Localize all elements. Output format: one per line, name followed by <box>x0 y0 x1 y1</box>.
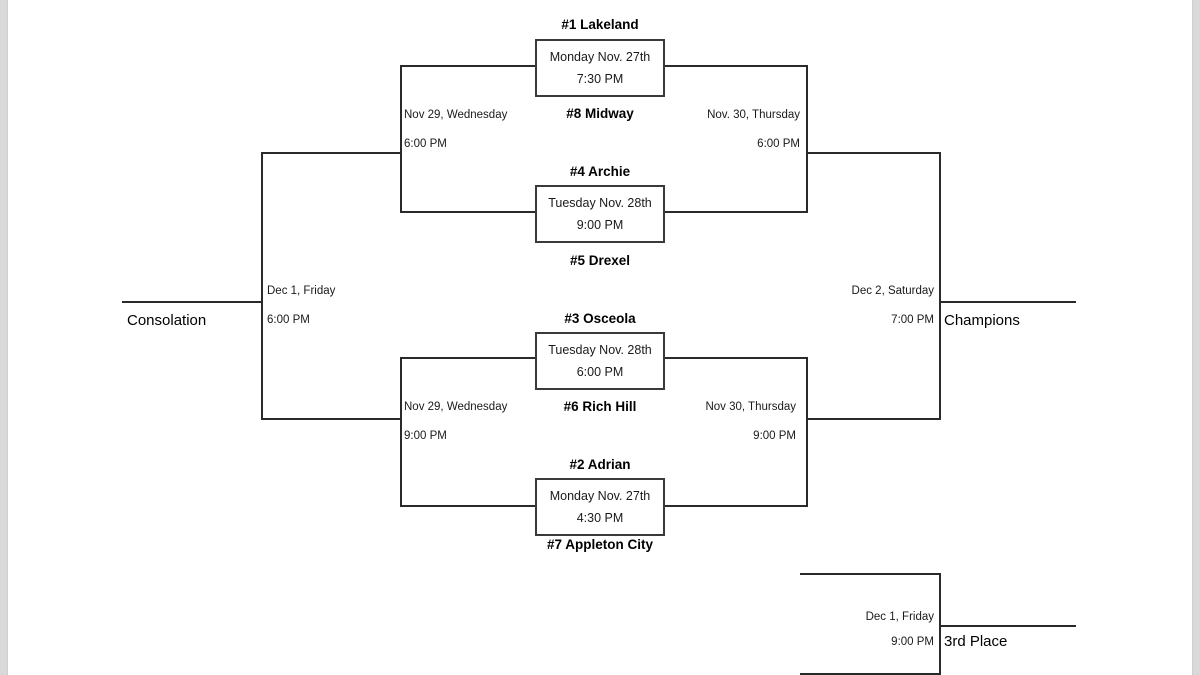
team-label-4-archie: #4 Archie <box>569 164 631 179</box>
team-label-6-rich-hill: #6 Rich Hill <box>563 399 637 414</box>
consolation-top-connector <box>261 152 402 154</box>
consolation-semi-upper-time: 6:00 PM <box>404 138 447 150</box>
team-label-3-osceola: #3 Osceola <box>564 311 636 326</box>
team-label-1-lakeland: #1 Lakeland <box>561 17 639 32</box>
consolation-semi-upper-vertical <box>400 65 402 213</box>
third-place-stem <box>939 625 1076 627</box>
match-3-date: Tuesday Nov. 28th <box>548 343 652 357</box>
consolation-semi-lower-vertical <box>400 357 402 505</box>
semifinal-lower-top-connector <box>665 357 808 359</box>
match-3-time: 6:00 PM <box>576 364 624 379</box>
team-label-2-adrian: #2 Adrian <box>569 457 631 472</box>
consolation-semi-lower-top-connector <box>400 357 537 359</box>
consolation-bottom-connector <box>261 418 402 420</box>
match-1-date: Monday Nov. 27th <box>549 50 651 64</box>
third-place-bracket-vertical <box>939 573 941 675</box>
third-place-top-connector <box>800 573 941 575</box>
third-place-bottom-connector <box>800 673 941 675</box>
consolation-semi-lower-time: 9:00 PM <box>404 430 447 442</box>
semifinal-upper-bottom-connector <box>665 211 808 213</box>
team-label-8-midway: #8 Midway <box>566 106 634 121</box>
consolation-semi-lower-date: Nov 29, Wednesday <box>404 401 508 413</box>
team-label-7-appleton-city: #7 Appleton City <box>546 537 653 552</box>
match-4-time: 4:30 PM <box>576 510 624 525</box>
match-box-game-1[interactable]: Monday Nov. 27th 7:30 PM <box>535 39 665 97</box>
match-box-game-4[interactable]: Monday Nov. 27th 4:30 PM <box>535 478 665 536</box>
third-place-date: Dec 1, Friday <box>865 611 934 623</box>
champions-title: Champions <box>944 312 1020 329</box>
semifinal-upper-date: Nov. 30, Thursday <box>707 109 800 121</box>
consolation-bracket-vertical <box>261 152 263 420</box>
semifinal-upper-vertical <box>806 65 808 213</box>
championship-time: 7:00 PM <box>891 314 934 326</box>
consolation-stem <box>122 301 262 303</box>
consolation-date: Dec 1, Friday <box>267 285 336 297</box>
semifinal-upper-stem <box>806 152 940 154</box>
team-label-5-drexel: #5 Drexel <box>569 253 631 268</box>
third-place-time: 9:00 PM <box>891 636 934 648</box>
championship-date: Dec 2, Saturday <box>851 285 934 297</box>
semifinal-upper-time: 6:00 PM <box>757 138 800 150</box>
championship-stem <box>939 301 1076 303</box>
consolation-time: 6:00 PM <box>267 314 310 326</box>
semifinal-lower-time: 9:00 PM <box>753 430 796 442</box>
semifinal-lower-stem <box>806 418 940 420</box>
championship-bracket-vertical <box>939 152 941 420</box>
consolation-title: Consolation <box>127 312 207 329</box>
semifinal-lower-bottom-connector <box>665 505 808 507</box>
match-2-time: 9:00 PM <box>576 217 624 232</box>
consolation-semi-upper-top-connector <box>400 65 537 67</box>
semifinal-upper-top-connector <box>665 65 808 67</box>
match-2-date: Tuesday Nov. 28th <box>548 196 652 210</box>
semifinal-lower-vertical <box>806 357 808 505</box>
match-4-date: Monday Nov. 27th <box>549 489 651 503</box>
match-box-game-3[interactable]: Tuesday Nov. 28th 6:00 PM <box>535 332 665 390</box>
consolation-semi-lower-bottom-connector <box>400 505 537 507</box>
third-place-title: 3rd Place <box>944 633 1008 650</box>
match-1-time: 7:30 PM <box>576 71 624 86</box>
match-box-game-2[interactable]: Tuesday Nov. 28th 9:00 PM <box>535 185 665 243</box>
consolation-semi-upper-date: Nov 29, Wednesday <box>404 109 508 121</box>
semifinal-lower-date: Nov 30, Thursday <box>705 401 796 413</box>
consolation-semi-upper-bottom-connector <box>400 211 537 213</box>
